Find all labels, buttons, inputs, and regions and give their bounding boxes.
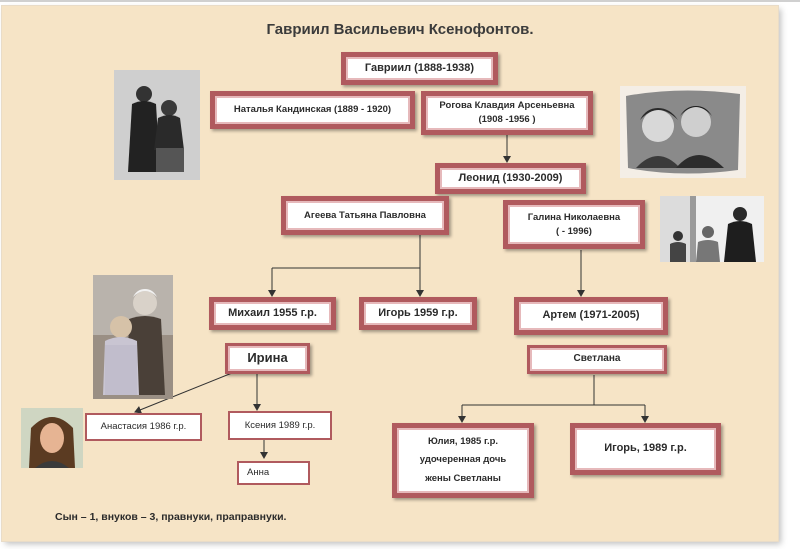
node-yulia-line1: Юлия, 1985 г.р. [427, 436, 499, 448]
node-anna: Анна [237, 461, 310, 485]
node-yulia-line2: удочеренная дочь [419, 454, 507, 466]
node-mikhail-label: Михаил 1955 г.р. [228, 306, 317, 319]
node-irina: Ирина [225, 343, 310, 374]
node-kseniya: Ксения 1989 г.р. [228, 411, 332, 440]
node-anastasia-label: Анастасия 1986 г.р. [100, 421, 187, 433]
node-kseniya-label: Ксения 1989 г.р. [244, 419, 316, 431]
node-leonid-label: Леонид (1930-2009) [458, 171, 563, 184]
node-igor1959-label: Игорь 1959 г.р. [378, 306, 458, 319]
page-title: Гавриил Васильевич Ксенофонтов. [266, 21, 534, 38]
node-yulia-line3: жены Светланы [425, 472, 501, 484]
photo-elderly-couple [93, 275, 173, 399]
top-divider [0, 0, 800, 2]
node-galina-dates: ( - 1996) [556, 225, 592, 237]
node-anna-label: Анна [247, 467, 270, 479]
node-irina-label: Ирина [247, 350, 288, 366]
node-leonid: Леонид (1930-2009) [435, 163, 586, 194]
node-yulia: Юлия, 1985 г.р. удочеренная дочь жены Св… [392, 423, 534, 498]
node-igor1989: Игорь, 1989 г.р. [570, 423, 721, 475]
node-ageeva: Агеева Татьяна Павловна [281, 196, 449, 235]
node-artem: Артем (1971-2005) [514, 297, 668, 335]
node-gavriil-label: Гавриил (1888-1938) [364, 61, 475, 74]
node-rogova: Рогова Клавдия Арсеньевна (1908 -1956 ) [421, 91, 593, 135]
node-svetlana-label: Светлана [573, 353, 621, 365]
node-igor1989-label: Игорь, 1989 г.р. [604, 442, 687, 455]
node-anastasia: Анастасия 1986 г.р. [85, 413, 202, 441]
photo-mother-son [620, 86, 746, 178]
node-artem-label: Артем (1971-2005) [542, 309, 640, 322]
node-natalya-label: Наталья Кандинская (1889 - 1920) [233, 104, 392, 116]
node-rogova-name: Рогова Клавдия Арсеньевна [439, 100, 575, 112]
node-galina: Галина Николаевна ( - 1996) [503, 200, 645, 249]
connector-irina-anastasia [134, 372, 233, 414]
photo-family-group [660, 196, 764, 262]
photo-young-woman [21, 408, 83, 468]
node-natalya: Наталья Кандинская (1889 - 1920) [210, 91, 415, 129]
footer-summary: Сын – 1, внуков – 3, правнуки, праправну… [55, 511, 287, 523]
node-gavriil: Гавриил (1888-1938) [341, 52, 498, 85]
node-svetlana: Светлана [527, 345, 667, 374]
node-ageeva-label: Агеева Татьяна Павловна [304, 209, 426, 221]
node-galina-name: Галина Николаевна [527, 211, 621, 223]
node-mikhail: Михаил 1955 г.р. [209, 297, 336, 330]
node-igor1959: Игорь 1959 г.р. [359, 297, 477, 330]
node-rogova-dates: (1908 -1956 ) [478, 114, 536, 125]
photo-couple-vintage [114, 70, 200, 180]
